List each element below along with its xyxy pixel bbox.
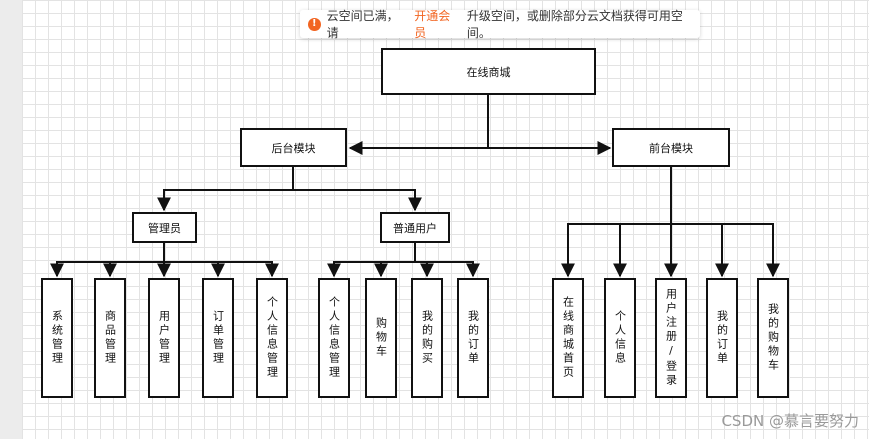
node-front-item-label: 我的购物车 <box>766 303 780 373</box>
node-admin-item: 用户管理 <box>148 278 180 398</box>
node-front-item-label: 用户注册/登录 <box>664 288 678 388</box>
node-front-item: 我的购物车 <box>757 278 789 398</box>
notice-prefix: 云空间已满，请 <box>326 9 399 40</box>
node-frontend-label: 前台模块 <box>649 141 693 155</box>
node-admin-item: 订单管理 <box>202 278 234 398</box>
watermark: CSDN @慕言要努力 <box>721 412 859 430</box>
node-front-item-label: 个人信息 <box>613 310 627 366</box>
node-front-item: 用户注册/登录 <box>655 278 687 398</box>
node-user: 普通用户 <box>380 212 450 243</box>
node-user-label: 普通用户 <box>393 221 437 235</box>
notice-suffix: 升级空间，或删除部分云文档获得可用空间。 <box>466 9 683 40</box>
node-backend-label: 后台模块 <box>271 141 316 155</box>
node-admin-item: 商品管理 <box>94 278 126 398</box>
node-backend: 后台模块 <box>240 128 347 167</box>
node-admin-item: 个人信息管理 <box>256 278 288 398</box>
node-root: 在线商城 <box>381 48 596 95</box>
node-user-item-label: 购物车 <box>374 317 388 359</box>
node-front-item-label: 在线商城首页 <box>561 296 575 380</box>
node-user-item: 我的订单 <box>457 278 489 398</box>
node-admin: 管理员 <box>132 212 197 243</box>
node-front-item: 在线商城首页 <box>552 278 584 398</box>
node-user-item: 个人信息管理 <box>318 278 350 398</box>
node-admin-item-label: 系统管理 <box>50 310 64 366</box>
node-user-item-label: 我的订单 <box>466 310 480 366</box>
backend-to-admin <box>157 167 294 212</box>
node-admin-item: 系统管理 <box>41 278 73 398</box>
node-admin-item-label: 订单管理 <box>211 310 225 366</box>
node-front-item: 我的订单 <box>706 278 738 398</box>
warning-icon: ! <box>308 17 321 31</box>
backend-to-user <box>293 189 422 212</box>
node-user-item: 购物车 <box>365 278 397 398</box>
node-front-item: 个人信息 <box>604 278 636 398</box>
node-user-item: 我的购买 <box>411 278 443 398</box>
left-margin <box>0 0 22 439</box>
node-user-item-label: 我的购买 <box>420 310 434 366</box>
node-user-item-label: 个人信息管理 <box>327 296 341 380</box>
node-admin-label: 管理员 <box>148 221 181 235</box>
node-root-label: 在线商城 <box>466 65 511 79</box>
node-front-item-label: 我的订单 <box>715 310 729 366</box>
node-admin-item-label: 用户管理 <box>157 310 171 366</box>
upgrade-membership-link[interactable]: 开通会员 <box>414 9 451 40</box>
node-admin-item-label: 个人信息管理 <box>265 296 279 380</box>
node-admin-item-label: 商品管理 <box>103 310 117 366</box>
storage-full-notice: ! 云空间已满，请 开通会员 升级空间，或删除部分云文档获得可用空间。 <box>300 9 700 40</box>
node-frontend: 前台模块 <box>612 128 730 167</box>
